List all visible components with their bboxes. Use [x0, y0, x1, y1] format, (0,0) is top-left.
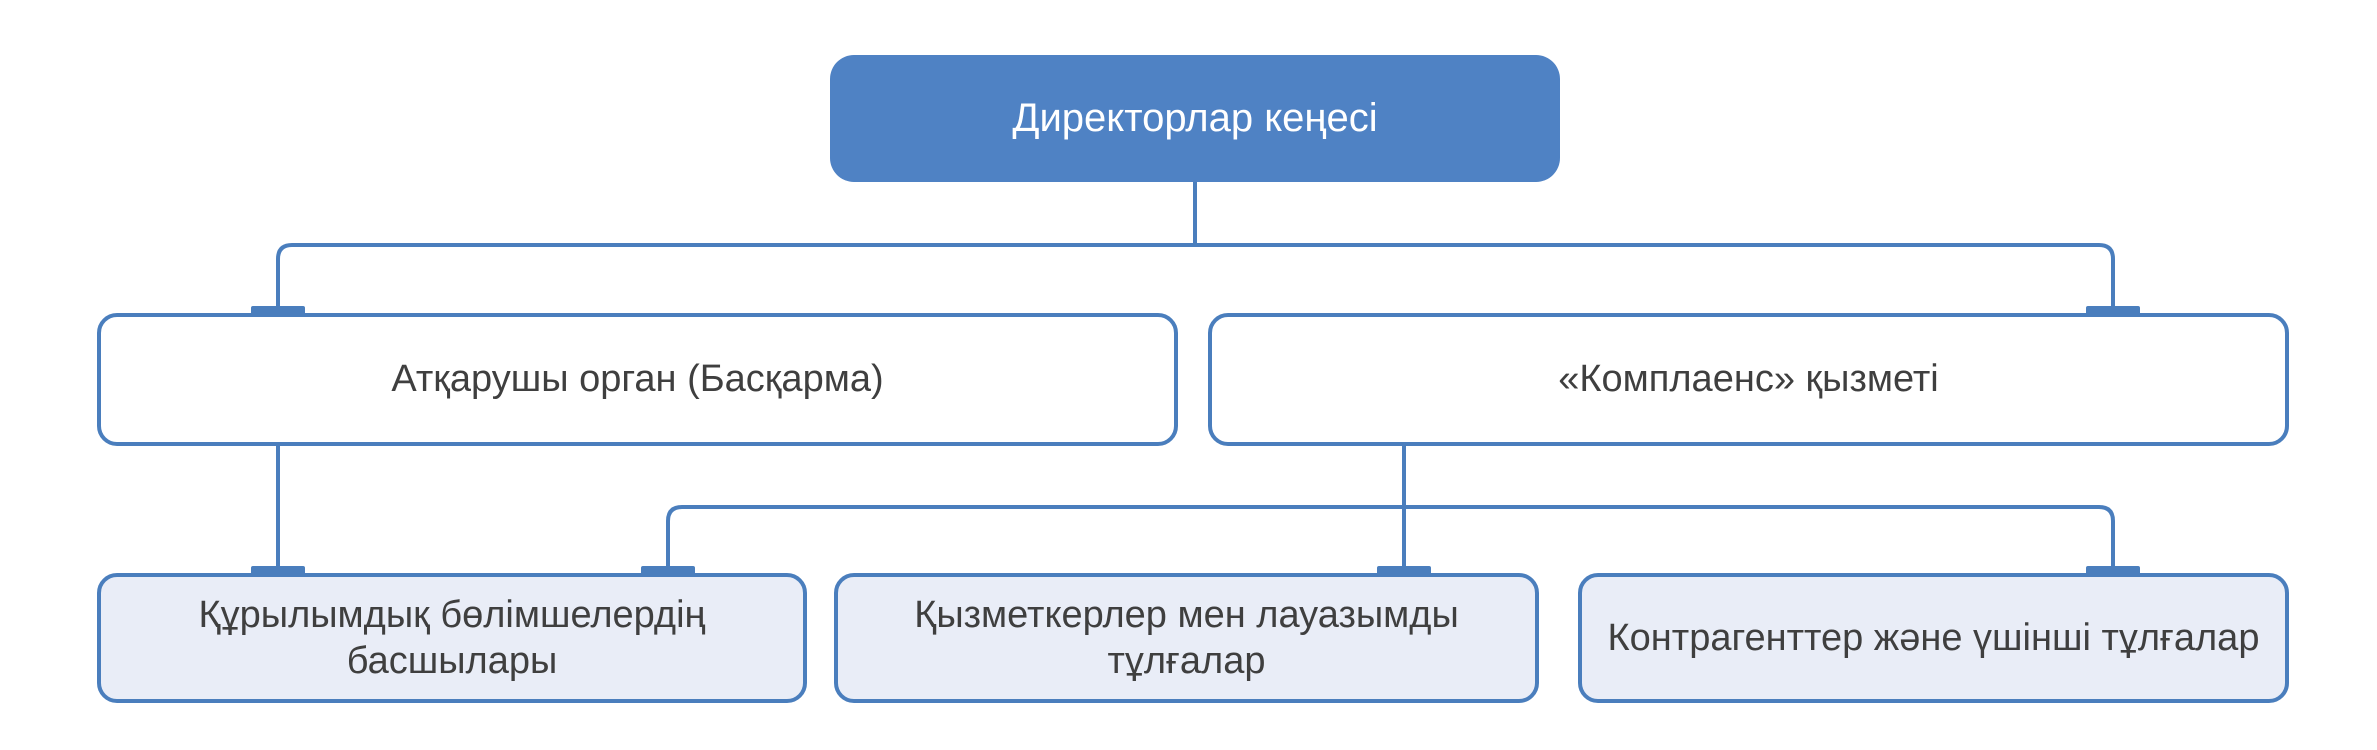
edge-compliance-children-rail	[666, 505, 2115, 573]
node-board-of-directors-label: Директорлар кеңесі	[1012, 96, 1378, 141]
node-employees-and-officials-label: Қызметкерлер мен лауазымды тұлғалар	[914, 593, 1459, 682]
node-board-of-directors: Директорлар кеңесі	[830, 55, 1560, 182]
node-executive-body: Атқарушы орган (Басқарма)	[97, 313, 1178, 446]
node-counterparties-third-parties: Контрагенттер және үшінші тұлғалар	[1578, 573, 2289, 703]
node-compliance-service-label: «Комплаенс» қызметі	[1558, 358, 1939, 401]
node-employees-and-officials: Қызметкерлер мен лауазымды тұлғалар	[834, 573, 1539, 703]
node-structural-division-heads: Құрылымдық бөлімшелердің басшылары	[97, 573, 807, 703]
node-counterparties-third-parties-label: Контрагенттер және үшінші тұлғалар	[1607, 616, 2260, 659]
node-executive-body-label: Атқарушы орган (Басқарма)	[391, 358, 884, 401]
edge-root-to-level2-rail	[276, 243, 2115, 313]
node-structural-division-heads-label: Құрылымдық бөлімшелердің басшылары	[198, 593, 706, 682]
node-compliance-service: «Комплаенс» қызметі	[1208, 313, 2289, 446]
